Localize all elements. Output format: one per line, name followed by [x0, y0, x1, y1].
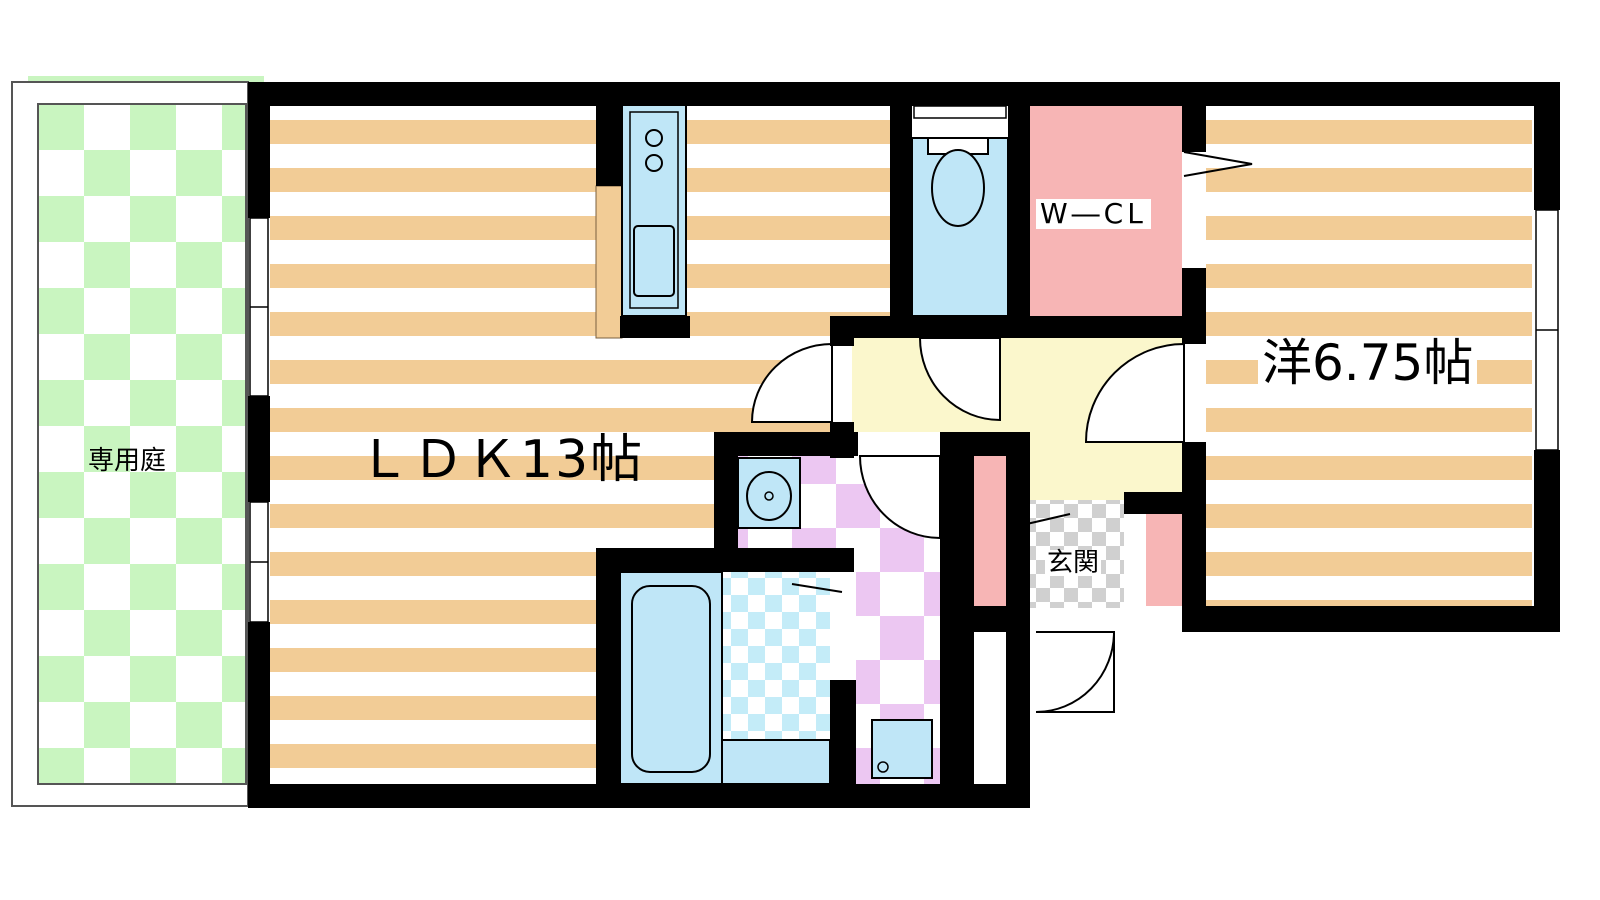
walls: [248, 82, 1560, 808]
garden: [11, 76, 264, 807]
toilet: [911, 137, 1009, 317]
bathtub: [619, 571, 831, 785]
washing-machine-spot: [871, 719, 933, 779]
washroom: [738, 456, 940, 784]
shoe-cabinet-left: [974, 456, 1006, 606]
doors: [750, 151, 1253, 713]
garden-label: 専用庭: [88, 446, 167, 476]
entrance-label: 玄関: [1045, 548, 1102, 578]
western-room-label: 洋6.75帖: [1258, 338, 1478, 388]
wash-basin: [737, 457, 801, 529]
ldk-label: ＬＤＫ13帖: [358, 430, 645, 490]
shoe-cabinet-right: [1146, 514, 1182, 606]
walk-in-closet-label: W―CL: [1036, 199, 1151, 229]
windows: [249, 105, 1559, 623]
